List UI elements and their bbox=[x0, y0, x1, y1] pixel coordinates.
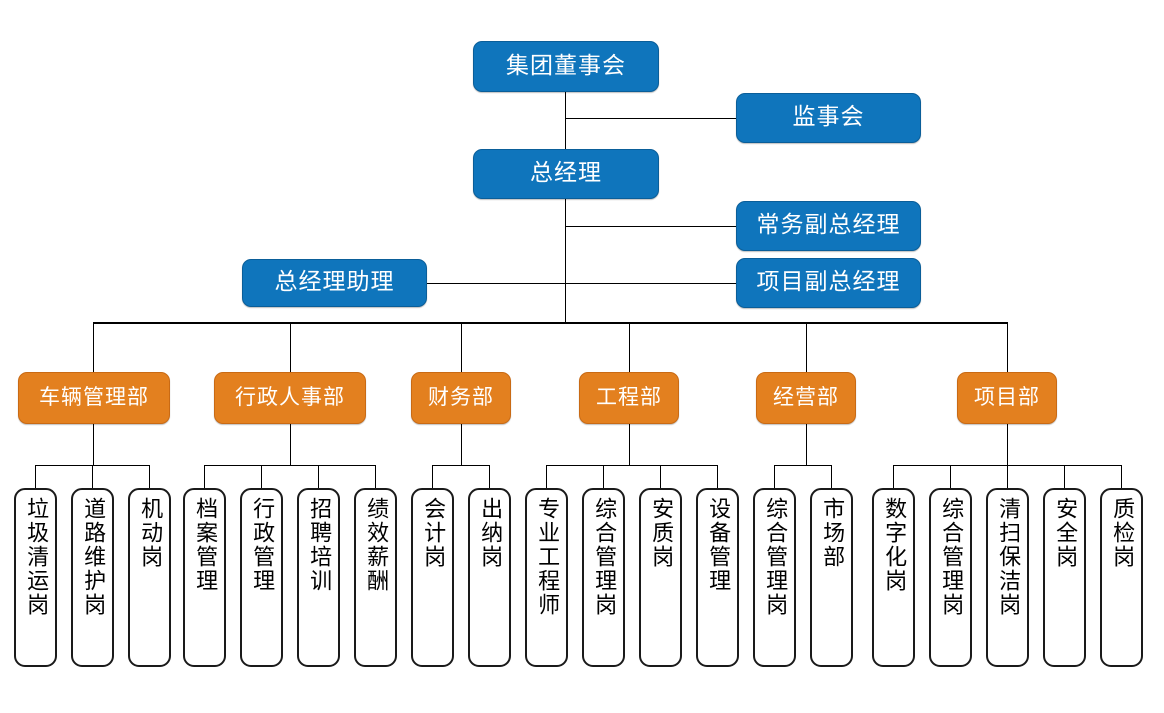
connector-dept5-bar bbox=[774, 465, 831, 466]
node-dept-project[interactable]: 项目部 bbox=[957, 372, 1057, 424]
leaf-position-accounting[interactable]: 会计岗 bbox=[411, 488, 454, 667]
leaf-label: 综合管理岗 bbox=[938, 497, 964, 617]
node-project-deputy-gm[interactable]: 项目副总经理 bbox=[736, 258, 921, 308]
leaf-label: 机动岗 bbox=[137, 497, 163, 569]
leaf-position-cleaning-sanitation[interactable]: 清扫保洁岗 bbox=[986, 488, 1029, 667]
leaf-position-equipment-management[interactable]: 设备管理 bbox=[696, 488, 739, 667]
connector-dept4-bar bbox=[546, 465, 717, 466]
leaf-label: 道路维护岗 bbox=[80, 497, 106, 617]
connector-leaf-6 bbox=[318, 465, 319, 488]
connector-leaf-18 bbox=[1007, 465, 1008, 488]
connector-leaf-11 bbox=[603, 465, 604, 488]
connector-gm-trunk bbox=[565, 199, 566, 323]
leaf-position-road-maintenance[interactable]: 道路维护岗 bbox=[71, 488, 114, 667]
connector-to-supervisory bbox=[565, 118, 736, 119]
leaf-label: 档案管理 bbox=[192, 497, 218, 593]
connector-leaf-17 bbox=[950, 465, 951, 488]
leaf-label: 综合管理岗 bbox=[762, 497, 788, 617]
node-general-manager[interactable]: 总经理 bbox=[473, 149, 659, 199]
connector-leaf-16 bbox=[893, 465, 894, 488]
leaf-position-proj-general-management[interactable]: 综合管理岗 bbox=[929, 488, 972, 667]
connector-drop-dept-1 bbox=[93, 322, 94, 372]
leaf-label: 安质岗 bbox=[648, 497, 674, 569]
leaf-position-cashier[interactable]: 出纳岗 bbox=[468, 488, 511, 667]
connector-board-to-gm bbox=[565, 92, 566, 150]
leaf-label: 设备管理 bbox=[705, 497, 731, 593]
connector-drop-dept-4 bbox=[629, 322, 630, 372]
connector-dept3-stem bbox=[461, 424, 462, 465]
connector-dept1-stem bbox=[93, 424, 94, 465]
leaf-position-records-management[interactable]: 档案管理 bbox=[183, 488, 226, 667]
connector-leaf-13 bbox=[717, 465, 718, 488]
node-dept-operations[interactable]: 经营部 bbox=[756, 372, 856, 424]
department-bus-bar bbox=[93, 322, 1008, 324]
leaf-label: 专业工程师 bbox=[534, 497, 560, 617]
connector-leaf-8 bbox=[432, 465, 433, 488]
node-executive-deputy-gm[interactable]: 常务副总经理 bbox=[736, 201, 921, 251]
connector-dept6-stem bbox=[1007, 424, 1008, 465]
connector-leaf-1 bbox=[35, 465, 36, 488]
connector-dept2-stem bbox=[290, 424, 291, 465]
connector-leaf-9 bbox=[489, 465, 490, 488]
connector-leaf-4 bbox=[204, 465, 205, 488]
leaf-position-safety[interactable]: 安全岗 bbox=[1043, 488, 1086, 667]
connector-leaf-10 bbox=[546, 465, 547, 488]
leaf-position-digitalization[interactable]: 数字化岗 bbox=[872, 488, 915, 667]
leaf-label: 会计岗 bbox=[420, 497, 446, 569]
connector-dept4-stem bbox=[629, 424, 630, 465]
leaf-label: 绩效薪酬 bbox=[363, 497, 389, 593]
connector-to-executive-deputy bbox=[565, 226, 736, 227]
connector-dept2-bar bbox=[204, 465, 375, 466]
leaf-label: 清扫保洁岗 bbox=[995, 497, 1021, 617]
leaf-position-safety-quality[interactable]: 安质岗 bbox=[639, 488, 682, 667]
connector-dept5-stem bbox=[806, 424, 807, 465]
leaf-label: 质检岗 bbox=[1109, 497, 1135, 569]
leaf-label: 垃圾清运岗 bbox=[23, 497, 49, 617]
leaf-position-waste-transport[interactable]: 垃圾清运岗 bbox=[14, 488, 57, 667]
leaf-position-mobile-duty[interactable]: 机动岗 bbox=[128, 488, 171, 667]
connector-leaf-2 bbox=[92, 465, 93, 488]
leaf-position-quality-inspection[interactable]: 质检岗 bbox=[1100, 488, 1143, 667]
leaf-position-admin-management[interactable]: 行政管理 bbox=[240, 488, 283, 667]
leaf-position-marketing[interactable]: 市场部 bbox=[810, 488, 853, 667]
leaf-label: 综合管理岗 bbox=[591, 497, 617, 617]
node-dept-finance[interactable]: 财务部 bbox=[411, 372, 511, 424]
connector-dept3-bar bbox=[432, 465, 489, 466]
connector-leaf-12 bbox=[660, 465, 661, 488]
connector-leaf-3 bbox=[149, 465, 150, 488]
leaf-label: 数字化岗 bbox=[881, 497, 907, 593]
connector-leaf-5 bbox=[261, 465, 262, 488]
connector-drop-dept-5 bbox=[806, 322, 807, 372]
leaf-position-ops-general-management[interactable]: 综合管理岗 bbox=[753, 488, 796, 667]
connector-leaf-14 bbox=[774, 465, 775, 488]
connector-to-gm-assistant bbox=[427, 283, 565, 284]
node-gm-assistant[interactable]: 总经理助理 bbox=[242, 259, 427, 307]
connector-leaf-20 bbox=[1121, 465, 1122, 488]
leaf-label: 安全岗 bbox=[1052, 497, 1078, 569]
leaf-label: 出纳岗 bbox=[477, 497, 503, 569]
connector-leaf-15 bbox=[831, 465, 832, 488]
node-dept-vehicle-management[interactable]: 车辆管理部 bbox=[18, 372, 170, 424]
node-board[interactable]: 集团董事会 bbox=[473, 41, 659, 92]
leaf-position-performance-compensation[interactable]: 绩效薪酬 bbox=[354, 488, 397, 667]
connector-to-project-deputy bbox=[565, 283, 736, 284]
node-supervisory-board[interactable]: 监事会 bbox=[736, 93, 921, 143]
node-dept-engineering[interactable]: 工程部 bbox=[579, 372, 679, 424]
leaf-label: 市场部 bbox=[819, 497, 845, 569]
leaf-label: 招聘培训 bbox=[306, 497, 332, 593]
leaf-label: 行政管理 bbox=[249, 497, 275, 593]
leaf-position-eng-general-management[interactable]: 综合管理岗 bbox=[582, 488, 625, 667]
leaf-position-recruitment-training[interactable]: 招聘培训 bbox=[297, 488, 340, 667]
connector-drop-dept-6 bbox=[1007, 322, 1008, 372]
leaf-position-professional-engineer[interactable]: 专业工程师 bbox=[525, 488, 568, 667]
connector-leaf-7 bbox=[375, 465, 376, 488]
connector-drop-dept-3 bbox=[461, 322, 462, 372]
connector-leaf-19 bbox=[1064, 465, 1065, 488]
node-dept-admin-hr[interactable]: 行政人事部 bbox=[214, 372, 366, 424]
connector-drop-dept-2 bbox=[290, 322, 291, 372]
